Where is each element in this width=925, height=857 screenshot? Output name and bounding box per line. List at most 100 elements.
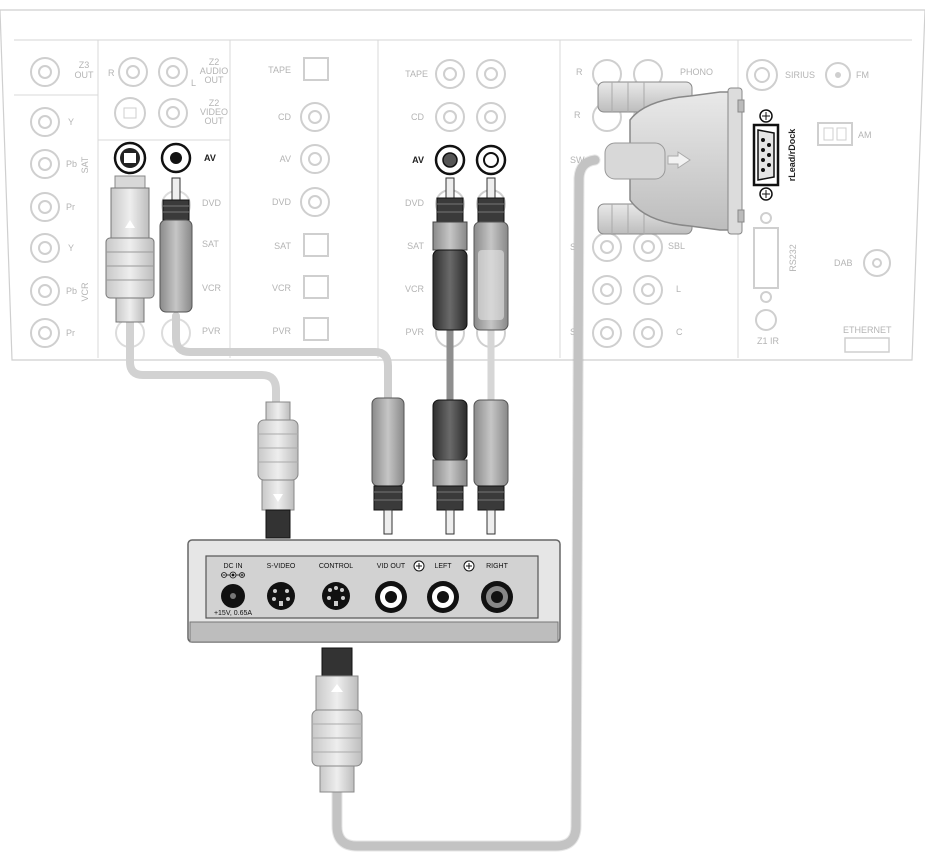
svideo-plug-top xyxy=(105,175,155,323)
jack-z2-audio-l xyxy=(158,57,188,87)
sbl-label: SBL xyxy=(668,241,685,251)
am-label: AM xyxy=(858,130,872,140)
jack-z3-out xyxy=(30,57,60,87)
jack-vcr-pb xyxy=(30,276,60,306)
jack-av-svideo xyxy=(113,141,147,175)
receiver-col-digital: TAPE CD AV DVD SAT VCR PVR xyxy=(268,57,330,341)
vcr-pb-label: Pb xyxy=(66,286,77,296)
right-label: RIGHT xyxy=(486,563,509,570)
jack-sat-pb xyxy=(30,149,60,179)
control-label: CONTROL xyxy=(319,563,353,570)
optical-pvr xyxy=(303,317,329,341)
audio-left-rca-plug-top xyxy=(432,177,468,331)
col3-tape-label: TAPE xyxy=(268,65,291,75)
col2-av-label: AV xyxy=(204,153,216,163)
power-spec-label: +15V, 0.65A xyxy=(214,610,252,617)
col5-r2-label: R xyxy=(574,110,581,120)
receiver-plugs xyxy=(105,81,745,331)
z2-r-label: R xyxy=(108,68,115,78)
jack-sat-pr xyxy=(30,192,60,222)
device-vid-out-jack xyxy=(375,581,407,613)
col2-sat-label: SAT xyxy=(202,239,219,249)
sat-pb-label: Pb xyxy=(66,159,77,169)
jack-av-composite xyxy=(160,142,192,174)
vcr-group-label: VCR xyxy=(80,282,90,302)
svideo-plug-device xyxy=(257,401,299,539)
fm-label: FM xyxy=(856,70,869,80)
coax-av xyxy=(300,144,330,174)
device-svideo-port xyxy=(267,582,295,610)
col2-pvr-label: PVR xyxy=(202,326,221,336)
composite-video-cable xyxy=(172,312,392,406)
col4-av-label: AV xyxy=(412,155,424,165)
jack-av-audio-left xyxy=(434,144,466,176)
control-plug-device xyxy=(311,647,363,793)
col4-tape-label: TAPE xyxy=(405,69,428,79)
col4-pvr-label: PVR xyxy=(405,327,424,337)
col3-av-label: AV xyxy=(280,154,291,164)
ground-screw-icon-2 xyxy=(463,560,475,572)
phono-label: PHONO xyxy=(680,67,713,77)
col5-c-label: C xyxy=(676,327,683,337)
ethernet-port xyxy=(844,337,890,353)
ethernet-label: ETHERNET xyxy=(843,325,892,335)
fm-jack xyxy=(825,62,851,88)
rs232-port xyxy=(753,212,779,303)
audio-right-rca-plug-device xyxy=(473,399,509,535)
col5-s-label: S xyxy=(570,242,576,252)
col5-l-label: L xyxy=(676,284,681,294)
jack-z2-audio-r xyxy=(118,57,148,87)
ground-screw-icon xyxy=(413,560,425,572)
control-cable xyxy=(332,155,600,851)
sw-label: SW xyxy=(570,155,585,165)
jack-vcr-pr xyxy=(30,318,60,348)
col5-r-label: R xyxy=(576,67,583,77)
cables xyxy=(126,154,601,852)
composite-rca-plug-top xyxy=(159,177,193,313)
receiver-col-control: SIRIUS FM AM rLead/rDock RS232 DAB Z1 IR… xyxy=(746,59,892,353)
col4-dvd-label: DVD xyxy=(405,198,425,208)
rlead-rdock-label: rLead/rDock xyxy=(787,128,797,182)
dc-in-jack xyxy=(221,584,245,608)
sat-group-label: SAT xyxy=(80,156,90,173)
dc-in-label: DC IN xyxy=(223,563,242,570)
jack-z2-video-svideo xyxy=(114,97,146,129)
vcr-pr-label: Pr xyxy=(66,328,75,338)
jack-z2-video xyxy=(158,98,188,128)
rlead-rdock-port xyxy=(752,109,780,201)
jack-av-audio-right xyxy=(475,144,507,176)
col2-dvd-label: DVD xyxy=(202,198,222,208)
z2-l-label: L xyxy=(191,78,196,88)
svideo-cable xyxy=(126,316,280,414)
device-control-port xyxy=(322,582,350,610)
svideo-label: S-VIDEO xyxy=(267,563,296,570)
col3-sat-label: SAT xyxy=(274,241,291,251)
audio-left-rca-plug-device xyxy=(432,399,468,535)
coax-dvd xyxy=(300,187,330,217)
coax-cd xyxy=(300,102,330,132)
col3-vcr-label: VCR xyxy=(272,283,292,293)
vcr-y-label: Y xyxy=(68,243,74,253)
col2-vcr-label: VCR xyxy=(202,283,222,293)
sirius-jack xyxy=(746,59,778,91)
dab-label: DAB xyxy=(834,258,853,268)
interface-device: DC IN +15V, 0.65A S-VIDEO CONTROL VID OU… xyxy=(187,539,561,643)
col4-vcr-label: VCR xyxy=(405,284,425,294)
vid-out-label: VID OUT xyxy=(377,563,406,570)
jack-vcr-y xyxy=(30,233,60,263)
sat-y-label: Y xyxy=(68,117,74,127)
col4-cd-label: CD xyxy=(411,112,424,122)
optical-vcr xyxy=(303,275,329,299)
col4-sat-label: SAT xyxy=(407,241,424,251)
col5-s2-label: S xyxy=(570,327,576,337)
optical-tape xyxy=(303,57,329,81)
am-terminal xyxy=(817,122,853,146)
col3-dvd-label: DVD xyxy=(272,197,292,207)
device-right-jack xyxy=(481,581,513,613)
jack-sat-y xyxy=(30,107,60,137)
audio-right-rca-plug-top xyxy=(473,177,509,331)
